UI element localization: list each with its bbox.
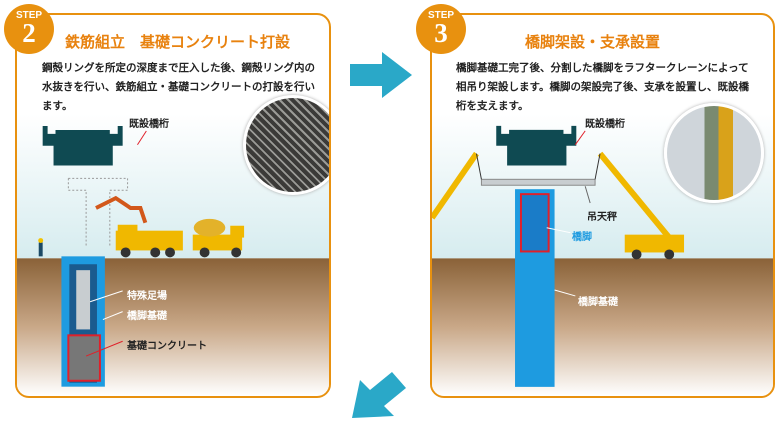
- step-label: STEP: [427, 10, 455, 21]
- step-2-description: 鋼殻リングを所定の深度まで圧入した後、鋼殻リング内の水抜きを行い、鉄筋組立・基礎…: [42, 62, 315, 112]
- existing-girder: [42, 126, 123, 166]
- rebar-photo: [243, 95, 329, 195]
- crane-right-icon: [594, 151, 685, 260]
- lifting-balance-beam: [480, 178, 596, 186]
- concrete-mixer-truck-icon: [192, 218, 245, 258]
- step-3-title: 橋脚架設・支承設置: [525, 33, 661, 51]
- pier-foundation-column: [515, 189, 555, 387]
- pier-foundation-shaft: [61, 256, 105, 387]
- label-special-scaffold: 特殊足場: [127, 291, 167, 302]
- label-pier-foundation: 橋脚基礎: [127, 311, 167, 322]
- step-number: 2: [22, 18, 36, 48]
- step-label: STEP: [15, 10, 43, 21]
- excavator-truck-icon: [95, 195, 183, 258]
- step-2-illustration: [17, 114, 329, 396]
- label-pier: 橋脚: [572, 232, 592, 243]
- next-arrow-icon: [350, 52, 412, 98]
- label-foundation-concrete: 基礎コンクリート: [127, 341, 207, 352]
- label-lifting-balance: 吊天秤: [587, 212, 617, 223]
- continue-arrow-icon: [352, 372, 406, 418]
- step-2-badge: STEP 2: [4, 4, 54, 54]
- step-2-panel: 鉄筋組立 基礎コンクリート打設 鋼殻リングを所定の深度まで圧入した後、鋼殻リング…: [15, 13, 331, 398]
- step-3-badge: STEP 3: [416, 4, 466, 54]
- label-existing-girder: 既設橋桁: [585, 119, 625, 130]
- step-number: 3: [434, 18, 448, 48]
- crane-photo: [664, 103, 764, 203]
- step-3-description: 橋脚基礎工完了後、分割した橋脚をラフタークレーンによって相吊り架設します。橋脚の…: [456, 62, 749, 112]
- step-2-title: 鉄筋組立 基礎コンクリート打設: [65, 33, 291, 51]
- existing-girder: [496, 125, 577, 166]
- label-pier-foundation: 橋脚基礎: [578, 297, 618, 308]
- crane-left-icon: [432, 151, 482, 220]
- worker-icon: [38, 238, 44, 257]
- step-3-panel: 橋脚架設・支承設置 橋脚基礎工完了後、分割した橋脚をラフタークレーンによって相吊…: [430, 13, 775, 398]
- label-existing-girder: 既設橋桁: [129, 119, 169, 130]
